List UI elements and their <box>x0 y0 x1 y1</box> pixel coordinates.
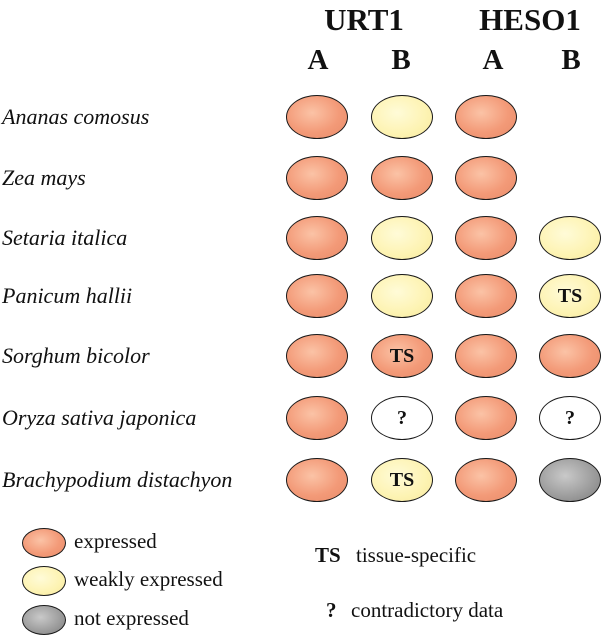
species-label: Sorghum bicolor <box>2 343 150 368</box>
expression-cell-expressed <box>286 458 348 502</box>
expression-cell-weak <box>371 95 433 139</box>
key-text-contradictory: contradictory data <box>351 598 504 622</box>
expression-cell-weak <box>371 216 433 260</box>
key-symbol-question: ? <box>326 598 337 622</box>
cell-marker: ? <box>397 406 407 429</box>
subcolumn-header-urt1-b: B <box>391 44 411 76</box>
subcolumn-header-heso1-a: A <box>482 44 504 76</box>
species-label: Brachypodium distachyon <box>2 467 233 492</box>
cell-marker: ? <box>565 406 575 429</box>
expression-cell-weak: TS <box>539 274 601 318</box>
expression-cell-unknown: ? <box>371 396 433 440</box>
subcolumn-header-urt1-a: A <box>307 44 329 76</box>
legend-swatch-not-expressed <box>22 605 66 635</box>
expression-cell-expressed <box>455 396 517 440</box>
species-label: Panicum hallii <box>2 283 133 308</box>
species-label: Oryza sativa japonica <box>2 405 197 430</box>
expression-cell-expressed <box>286 274 348 318</box>
expression-cell-expressed <box>286 95 348 139</box>
legend-swatch-weak <box>22 566 66 596</box>
expression-cell-expressed <box>455 334 517 378</box>
expression-cell-weak: TS <box>371 458 433 502</box>
expression-cell-expressed <box>455 274 517 318</box>
expression-cell-expressed <box>286 216 348 260</box>
expression-cell-weak <box>371 274 433 318</box>
legend-label-weak: weakly expressed <box>74 567 223 591</box>
cell-marker: TS <box>389 468 415 491</box>
expression-cell-expressed <box>371 156 433 200</box>
expression-cell-expressed <box>286 334 348 378</box>
key-symbol-ts: TS <box>315 543 341 567</box>
cell-marker: TS <box>557 284 583 307</box>
cell-marker: TS <box>389 344 415 367</box>
expression-cell-expressed <box>286 396 348 440</box>
expression-cell-expressed <box>455 156 517 200</box>
species-label: Setaria italica <box>2 225 128 250</box>
expression-cell-expressed <box>539 334 601 378</box>
expression-cell-expressed <box>286 156 348 200</box>
legend-swatch-expressed <box>22 528 66 558</box>
expression-cell-unknown: ? <box>539 396 601 440</box>
species-label: Ananas comosus <box>2 104 150 129</box>
expression-cell-expressed <box>455 458 517 502</box>
expression-cell-expressed: TS <box>371 334 433 378</box>
key-text-tissue-specific: tissue-specific <box>356 543 477 567</box>
expression-cell-none <box>539 458 601 502</box>
gene-header-urt1: URT1 <box>324 2 404 37</box>
expression-cell-weak <box>539 216 601 260</box>
subcolumn-header-heso1-b: B <box>561 44 581 76</box>
legend-label-not-expressed: not expressed <box>74 606 189 630</box>
species-label: Zea mays <box>2 165 86 190</box>
legend-label-expressed: expressed <box>74 529 157 553</box>
expression-cell-expressed <box>455 95 517 139</box>
expression-cell-expressed <box>455 216 517 260</box>
gene-header-heso1: HESO1 <box>479 2 581 37</box>
